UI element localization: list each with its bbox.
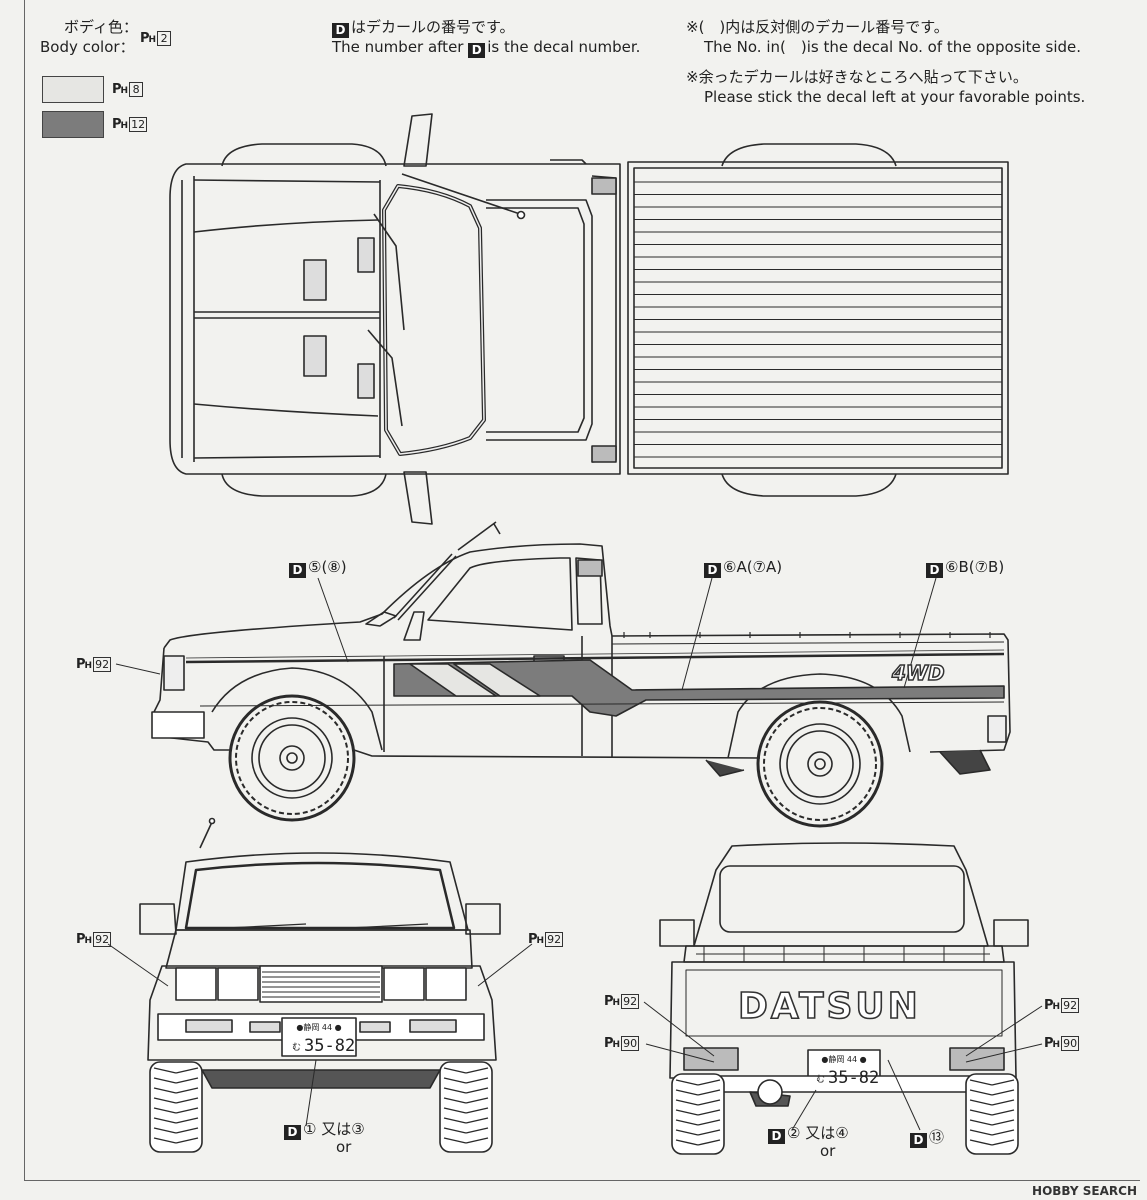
front-tire-left [149,1061,203,1153]
front-plate-number: 35-82 [304,1036,355,1056]
rear-or-label: or [820,1142,836,1160]
body-color-label-en: Body color： [40,38,135,56]
tailgate-datsun-lettering: DATSUN [738,986,921,1027]
page-frame [24,0,1140,1181]
watermark: HOBBY SEARCH [1032,1184,1137,1198]
front-tire-right [439,1061,493,1153]
rear-plate-number: 35-82 [828,1068,879,1088]
side-4wd-badge: 4WD [891,661,945,685]
rear-tire-right [965,1073,1019,1155]
side-wheel-front [228,694,356,822]
body-color-label-jp: ボディ色： [64,18,138,36]
front-plate-region: ●静岡 44 ● [296,1022,341,1032]
front-or-label: or [336,1138,352,1156]
side-view [115,521,1011,828]
swatch-dark-grey [42,111,104,138]
leftover-note-jp: ※余ったデカールは好きなところへ貼って下さい。 [686,68,1028,86]
rear-plate-kana: む [816,1074,825,1085]
rear-plate-region: ●静岡 44 ● [821,1054,866,1064]
top-view [169,113,1009,525]
opposite-note-jp: ※( )内は反対側のデカール番号です。 [686,18,949,36]
front-view [107,817,533,1153]
rear-tire-left [671,1073,725,1155]
leftover-note-en: Please stick the decal left at your favo… [704,88,1086,106]
side-wheel-rear [756,700,884,828]
rear-view [643,842,1043,1155]
swatch-light-grey [42,76,104,103]
opposite-note-en: The No. in( )is the decal No. of the opp… [704,38,1082,56]
front-plate-kana: む [292,1042,301,1053]
